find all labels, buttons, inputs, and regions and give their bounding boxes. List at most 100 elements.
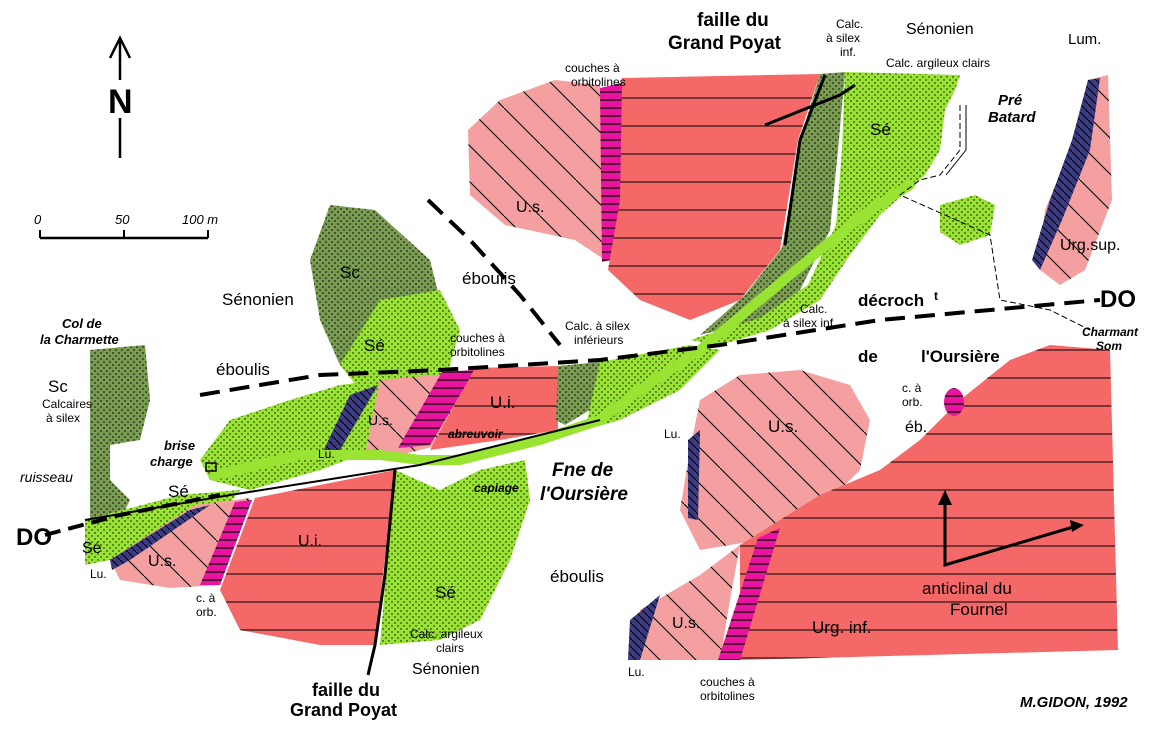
label-anticlinal-1: anticlinal du [922,579,1012,598]
label-eb-right: éb. [905,419,927,436]
label-faille-top-1: faille du [697,10,769,31]
orbitolina-beds-mid [398,370,475,448]
lumachelle-lower-left [110,505,210,570]
label-fne-2: l'Oursière [540,484,628,505]
label-eboulis-left: éboulis [216,360,270,379]
label-lu-right-mid: Lu. [664,427,681,441]
lumachelle-right-mid [688,430,700,520]
lumachelle-top-right [1032,78,1100,270]
label-charmant-1: Charmant [1082,325,1139,339]
unit-us-top-block [468,80,605,260]
label-calc-silex-inferieurs-1: Calc. à silex [565,319,630,333]
label-us-right-mid: U.s. [768,417,798,436]
scale-label-0: 0 [34,212,42,227]
label-couches-orb-mid-1: couches à [450,331,505,345]
label-se-top: Sé [870,120,891,139]
label-charmant-2: Som [1096,339,1122,353]
brise-charge-marker [205,462,217,472]
label-faille-top-2: Grand Poyat [668,33,782,54]
label-oursiere-decroch: l'Oursière [921,347,1000,366]
unit-ui-mid [430,366,558,450]
label-couches-orb-mid-2: orbitolines [450,345,505,359]
label-se-far-left: Sé [82,540,102,557]
label-calc-arg-top: Calc. argileux clairs [886,56,990,70]
label-senonien-top: Sénonien [906,21,974,38]
label-calc-silex-inf-right-2: à silex inf. [783,316,836,330]
label-couches-orb-top-1: couches à [565,61,620,75]
label-do-right: DO [1100,286,1136,313]
label-anticlinal-2: Fournel [950,600,1008,619]
label-ruisseau: ruisseau [20,469,73,485]
orbitolina-right-small [944,388,964,416]
label-se-lower-center: Sé [435,583,456,602]
label-us-top: U.s. [516,199,544,216]
label-author: M.GIDON, 1992 [1020,694,1128,711]
unit-us-bottom-right [640,545,740,660]
unit-urg-inf [740,345,1118,660]
label-calc-silex-top-2: à silex [826,31,860,45]
orbitolina-beds-lower-left [200,500,252,585]
label-brise-1: brise [164,438,195,453]
label-faille-bot-1: faille du [312,680,380,700]
label-eboulis-center: éboulis [462,269,516,288]
unit-sc-fault-strip [700,72,845,335]
label-lu-mid: Lu. [318,447,335,461]
orbitolina-beds-bottom-right [718,528,780,660]
label-lum-top: Lum. [1068,31,1101,48]
label-senonien-left: Sénonien [222,290,294,309]
label-pre-batard-1: Pré [998,92,1022,109]
label-lu-bottom-right: Lu. [628,665,645,679]
label-do-left: DO [16,524,52,551]
label-ui-lower: U.i. [298,533,322,550]
north-arrow [103,35,137,158]
label-calc-silex-top-3: inf. [840,45,856,59]
label-urg-sup: Urg.sup. [1060,237,1120,254]
label-c-orb-left-2: orb. [196,605,217,619]
label-de: de [858,347,878,366]
label-us-lower-left: U.s. [148,553,176,570]
label-decroch: décroch [858,291,924,310]
label-sc-left: Sc [48,377,68,396]
label-calc-arg-bot-1: Calc. argileux [410,627,483,641]
label-c-orb-left-1: c. à [196,591,216,605]
unit-se-lower-center [380,460,530,645]
label-couches-orb-bot-2: orbitolines [700,689,755,703]
label-us-bottom-right: U.s. [672,615,700,632]
unit-ui-lower [220,470,395,645]
label-calc-silex-top-1: Calc. [836,17,863,31]
label-eboulis-bottom: éboulis [550,567,604,586]
label-pre-batard-2: Batard [988,109,1036,126]
label-calc-silex-inf-right-1: Calc. [800,302,827,316]
unit-calc-silex-mid [556,362,600,425]
faults [44,74,1101,676]
pre-batard-blob [940,195,995,245]
label-fne-1: Fne de [552,460,614,481]
label-se-left-mid: Sé [364,336,385,355]
label-calc-arg-bot-2: clairs [436,641,464,655]
label-ui-mid: U.i. [490,393,516,412]
label-c-orb-right-1: c. à [902,381,922,395]
label-col-charmette-2: la Charmette [40,332,119,347]
lumachelle-mid [318,385,378,462]
unit-se-left-mid [340,290,460,390]
north-label: N [108,83,133,121]
scale-bar [39,230,209,240]
unit-ui-top-block [608,74,820,320]
label-senonien-bottom: Sénonien [412,661,480,678]
label-us-mid: U.s. [368,412,393,428]
unit-us-right-mid [680,370,870,550]
label-brise-2: charge [150,454,193,469]
label-calc-silex-inferieurs-2: inférieurs [574,333,623,347]
label-capiage: capiage [474,481,519,495]
unit-se-top [690,72,960,345]
label-couches-orb-top-2: orbitolines [571,75,626,89]
label-decroch-sup: t [934,289,938,303]
label-lu-far-left: Lu. [90,567,107,581]
scale-label-50: 50 [115,212,130,227]
label-calc-silex-left-2: à silex [46,411,80,425]
label-c-orb-right-2: orb. [902,395,923,409]
label-faille-bot-2: Grand Poyat [290,700,397,720]
label-sc-upper: Sc [340,263,360,282]
